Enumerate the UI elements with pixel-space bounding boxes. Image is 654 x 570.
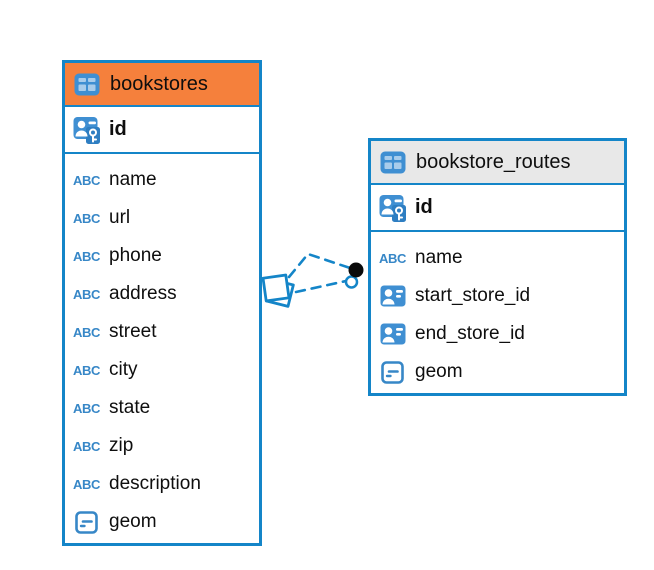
column-name: geom bbox=[415, 361, 463, 382]
column-row-name[interactable]: ABC name bbox=[73, 161, 251, 199]
primary-key-row[interactable]: id bbox=[65, 107, 259, 154]
relationship-diamond-endpoint[interactable] bbox=[261, 273, 295, 308]
text-icon: ABC bbox=[379, 250, 406, 266]
column-name: zip bbox=[109, 435, 134, 456]
column-row-geom[interactable]: geom bbox=[73, 503, 251, 541]
column-row-city[interactable]: ABC city bbox=[73, 351, 251, 389]
text-icon: ABC bbox=[73, 324, 100, 340]
column-name: name bbox=[415, 247, 463, 268]
primary-key-name: id bbox=[109, 118, 127, 140]
table-name: bookstore_routes bbox=[416, 150, 571, 173]
primary-key-row[interactable]: id bbox=[371, 185, 624, 232]
table-icon bbox=[73, 73, 100, 96]
reference-icon bbox=[379, 285, 406, 307]
column-name: name bbox=[109, 169, 157, 190]
text-icon: ABC bbox=[73, 248, 100, 264]
geometry-icon bbox=[379, 360, 406, 384]
table-bookstore-routes[interactable]: bookstore_routes id ABC name start_store_i… bbox=[368, 138, 627, 396]
text-icon: ABC bbox=[73, 476, 100, 492]
column-row-street[interactable]: ABC street bbox=[73, 313, 251, 351]
reference-icon bbox=[379, 323, 406, 345]
column-row-url[interactable]: ABC url bbox=[73, 199, 251, 237]
text-icon: ABC bbox=[73, 362, 100, 378]
column-name: phone bbox=[109, 245, 162, 266]
column-row-description[interactable]: ABC description bbox=[73, 465, 251, 503]
column-name: address bbox=[109, 283, 177, 304]
column-row-start_store_id[interactable]: start_store_id bbox=[379, 277, 616, 315]
column-name: url bbox=[109, 207, 131, 228]
column-row-geom[interactable]: geom bbox=[379, 353, 616, 391]
column-name: city bbox=[109, 359, 138, 380]
primary-key-name: id bbox=[415, 196, 433, 218]
column-row-state[interactable]: ABC state bbox=[73, 389, 251, 427]
text-icon: ABC bbox=[73, 438, 100, 454]
column-name: description bbox=[109, 473, 201, 494]
text-icon: ABC bbox=[73, 400, 100, 416]
relationship-line-upper[interactable] bbox=[287, 252, 352, 279]
table-header[interactable]: bookstores bbox=[65, 63, 259, 107]
column-row-phone[interactable]: ABC phone bbox=[73, 237, 251, 275]
table-name: bookstores bbox=[110, 72, 208, 95]
relationship-line-lower[interactable] bbox=[294, 279, 348, 294]
primary-key-icon bbox=[73, 115, 100, 144]
column-row-zip[interactable]: ABC zip bbox=[73, 427, 251, 465]
geometry-icon bbox=[73, 510, 100, 534]
column-name: end_store_id bbox=[415, 323, 525, 344]
table-icon bbox=[379, 151, 406, 174]
column-row-address[interactable]: ABC address bbox=[73, 275, 251, 313]
text-icon: ABC bbox=[73, 210, 100, 226]
column-name: street bbox=[109, 321, 157, 342]
column-row-name[interactable]: ABC name bbox=[379, 239, 616, 277]
primary-key-icon bbox=[379, 193, 406, 222]
column-name: geom bbox=[109, 511, 157, 532]
column-row-end_store_id[interactable]: end_store_id bbox=[379, 315, 616, 353]
text-icon: ABC bbox=[73, 286, 100, 302]
table-header[interactable]: bookstore_routes bbox=[371, 141, 624, 185]
column-name: start_store_id bbox=[415, 285, 531, 306]
text-icon: ABC bbox=[73, 172, 100, 188]
column-name: state bbox=[109, 397, 151, 418]
relationship-dot-endpoint[interactable] bbox=[344, 262, 364, 289]
